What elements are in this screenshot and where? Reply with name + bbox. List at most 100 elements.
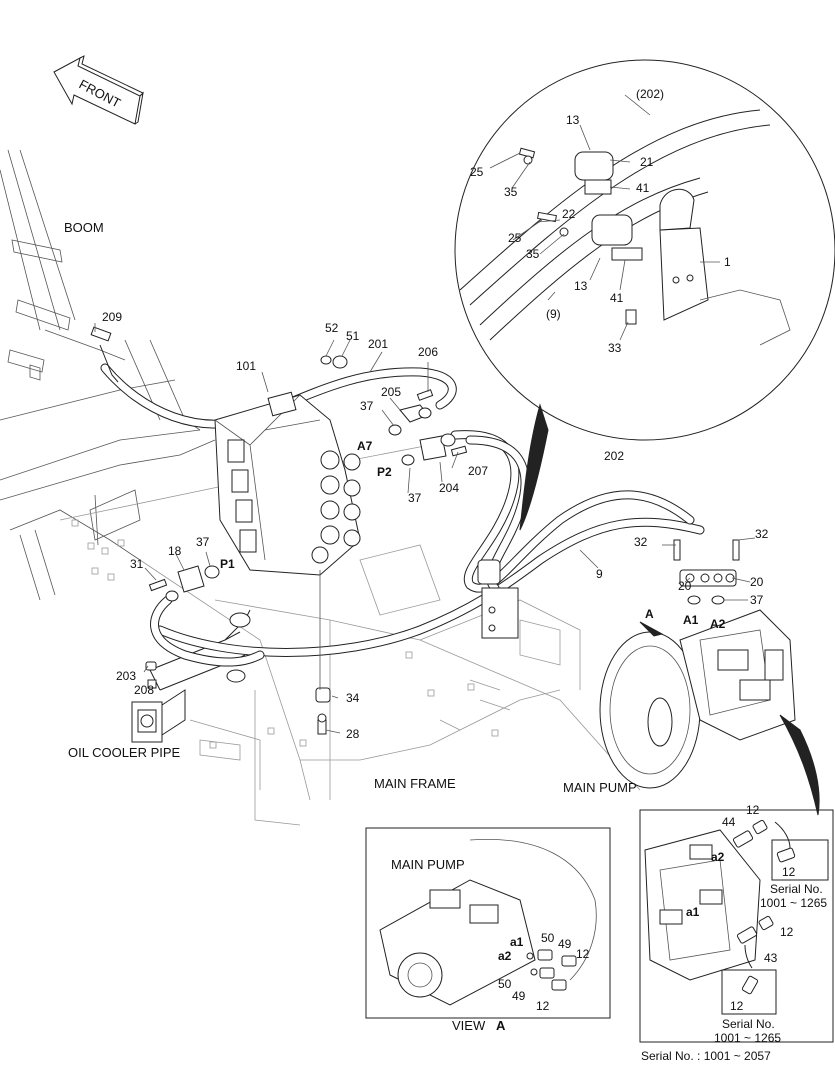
view-a-callout-49a: 49	[558, 937, 572, 951]
panel-callout-43: 43	[764, 951, 778, 965]
detail-callout-21: 21	[640, 155, 654, 169]
detail-callout-13a: 13	[566, 113, 580, 127]
callout-20b: 20	[750, 575, 764, 589]
oil-cooler-pipe-label: OIL COOLER PIPE	[68, 745, 181, 760]
panel-callout-44: 44	[722, 815, 736, 829]
detail-callout-41a: 41	[636, 181, 650, 195]
flange-204-207	[401, 433, 468, 466]
callout-A1: A1	[683, 613, 699, 627]
callout-37c: 37	[196, 535, 210, 549]
main-callouts: 209 52 51 201 206 101 205 37 A7 P2 204 2…	[102, 310, 769, 741]
callout-31: 31	[130, 557, 144, 571]
callout-32a: 32	[634, 535, 648, 549]
detail-circle	[454, 59, 835, 816]
detail-callout-25b: 25	[508, 231, 522, 245]
callout-209: 209	[102, 310, 122, 324]
detail-callout-25a: 25	[470, 165, 484, 179]
detail-callout-35a: 35	[504, 185, 518, 199]
panel-callout-12c: 12	[780, 925, 794, 939]
panel-a1: a1	[686, 905, 700, 919]
callout-A: A	[645, 607, 654, 621]
callout-37b: 37	[408, 491, 422, 505]
callout-A7: A7	[357, 439, 373, 453]
callout-51: 51	[346, 329, 360, 343]
hose-9	[155, 517, 705, 657]
view-a-caption-letter: A	[496, 1018, 506, 1033]
view-a-callout-49b: 49	[512, 989, 526, 1003]
callout-205: 205	[381, 385, 401, 399]
detail-callout-1: 1	[724, 255, 731, 269]
flange-18	[148, 565, 220, 602]
region-labels: BOOM OIL COOLER PIPE MAIN FRAME MAIN PUM…	[64, 220, 637, 795]
detail-callout-41b: 41	[610, 291, 624, 305]
serial-panel-callouts: 12 44 a2 12 Serial No. 1001 ~ 1265 a1 12…	[686, 803, 827, 1045]
callout-34: 34	[346, 691, 360, 705]
panel-a2: a2	[711, 850, 725, 864]
panel-callout-12b: 12	[782, 865, 796, 879]
hose-clamp-bracket	[477, 559, 519, 639]
main-pump	[599, 539, 796, 789]
callout-18: 18	[168, 544, 182, 558]
detail-callout-35b: 35	[526, 247, 540, 261]
callout-P2: P2	[377, 465, 392, 479]
panel-callout-12d: 12	[730, 999, 744, 1013]
callout-9: 9	[596, 567, 603, 581]
view-a-a1: a1	[510, 935, 524, 949]
callout-37d: 37	[750, 593, 764, 607]
callout-208: 208	[134, 683, 154, 697]
detail-callout-33: 33	[608, 341, 622, 355]
front-label: FRONT	[77, 76, 124, 110]
footer-serial: Serial No. : 1001 ~ 2057	[641, 1049, 771, 1063]
callout-A2: A2	[710, 617, 726, 631]
panel-callout-12a: 12	[746, 803, 760, 817]
view-a-a2: a2	[498, 949, 512, 963]
flange-205-206	[388, 389, 434, 436]
panel-serial-b-line2: 1001 ~ 1265	[714, 1031, 781, 1045]
callout-52: 52	[325, 321, 339, 335]
hose-201	[100, 363, 457, 429]
callout-207: 207	[468, 464, 488, 478]
front-direction-arrow: FRONT	[53, 55, 144, 125]
callout-204: 204	[439, 481, 459, 495]
callout-202: 202	[604, 449, 624, 463]
serial-detail-panel	[639, 809, 834, 1043]
view-a-callout-50a: 50	[541, 931, 555, 945]
main-frame-label: MAIN FRAME	[374, 776, 456, 791]
panel-serial-a-line1: Serial No.	[770, 882, 823, 896]
callout-101: 101	[236, 359, 256, 373]
fitting-203-208	[145, 661, 157, 689]
callout-P1: P1	[220, 557, 235, 571]
elbow-209	[90, 326, 119, 383]
view-a-callout-12b: 12	[536, 999, 550, 1013]
callout-201: 201	[368, 337, 388, 351]
view-a-title: MAIN PUMP	[391, 857, 465, 872]
bracket-34	[315, 687, 331, 735]
callout-32b: 32	[755, 527, 769, 541]
callout-20a: 20	[678, 579, 692, 593]
view-a-callout-50b: 50	[498, 977, 512, 991]
detail-callout-22: 22	[562, 207, 576, 221]
detail-callout-13b: 13	[574, 279, 588, 293]
callout-37a: 37	[360, 399, 374, 413]
main-control-valve	[214, 355, 361, 576]
callout-28: 28	[346, 727, 360, 741]
callout-203: 203	[116, 669, 136, 683]
hose-203	[150, 595, 265, 667]
valve-spool-caps	[311, 450, 361, 564]
panel-serial-a-line2: 1001 ~ 1265	[760, 896, 827, 910]
boom-label: BOOM	[64, 220, 104, 235]
main-pump-label: MAIN PUMP	[563, 780, 637, 795]
view-a-callout-12a: 12	[576, 947, 590, 961]
detail-circle-callouts: (202) 13 21 25 35 41 22 25 35 1 13 41 (9…	[470, 87, 731, 355]
detail-callout-9: (9)	[546, 307, 561, 321]
machine-frame-background	[0, 149, 641, 826]
oil-cooler-pipe	[131, 609, 251, 743]
view-a-caption-view: VIEW	[452, 1018, 486, 1033]
detail-callout-202: (202)	[636, 87, 664, 101]
view-a-panel	[365, 827, 611, 1019]
panel-serial-b-line1: Serial No.	[722, 1017, 775, 1031]
view-a-callouts: MAIN PUMP a1 a2 50 49 12 50 49 12 VIEW A	[391, 857, 590, 1033]
leader-lines	[94, 94, 756, 734]
callout-206: 206	[418, 345, 438, 359]
